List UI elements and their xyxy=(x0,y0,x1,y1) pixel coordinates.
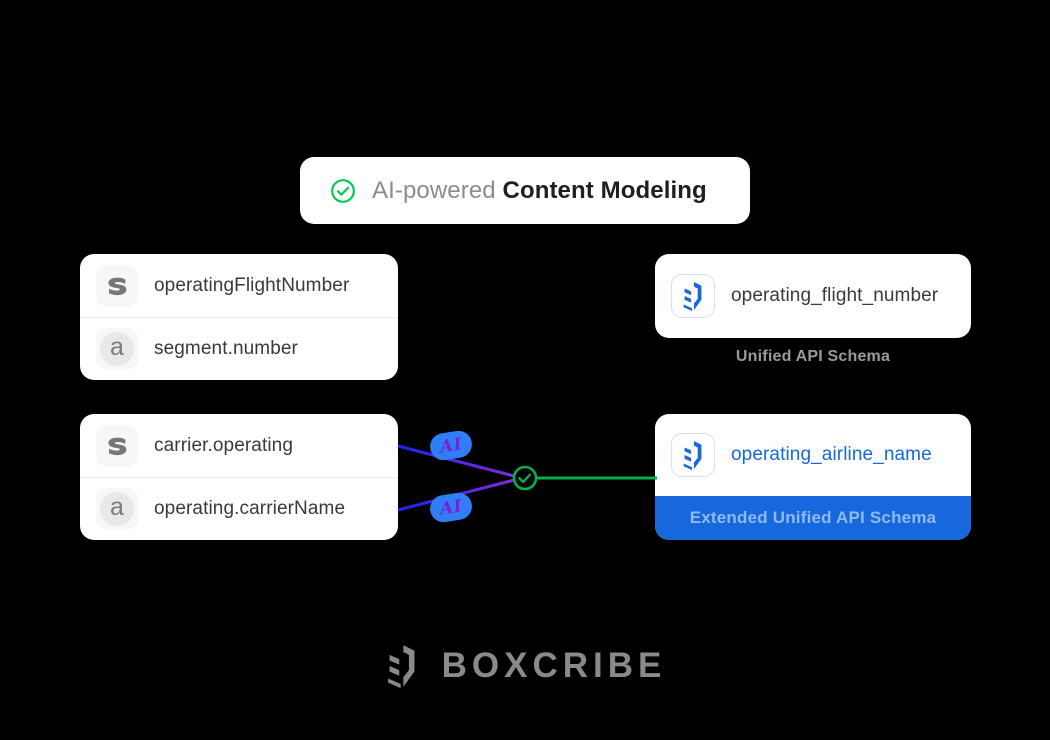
ai-badge: AI xyxy=(428,428,474,463)
list-item-label: segment.number xyxy=(154,338,298,359)
unified-schema-caption: Unified API Schema xyxy=(735,348,891,365)
list-item[interactable]: carrier.operating xyxy=(80,414,398,477)
extended-schema-card: operating_airline_name Extended Unified … xyxy=(655,414,971,540)
source-field-card-2: carrier.operating a operating.carrierNam… xyxy=(80,414,398,540)
page-title: AI-powered Content Modeling xyxy=(372,177,707,205)
page-title-pill: AI-powered Content Modeling xyxy=(300,157,750,224)
extended-schema-footer: Extended Unified API Schema xyxy=(655,496,971,540)
unified-schema-card: operating_flight_number xyxy=(655,254,971,338)
source-field-card-1: operatingFlightNumber a segment.number xyxy=(80,254,398,380)
page-title-prefix: AI-powered xyxy=(372,176,496,204)
amadeus-a-glyph: a xyxy=(100,492,134,526)
check-circle-icon xyxy=(512,465,538,491)
boxcribe-mark-icon xyxy=(671,274,715,318)
list-item[interactable]: a segment.number xyxy=(80,317,398,380)
boxcribe-mark-icon xyxy=(671,433,715,477)
amadeus-a-icon: a xyxy=(96,328,138,370)
list-item-label: operatingFlightNumber xyxy=(154,274,350,296)
amadeus-a-glyph: a xyxy=(100,332,134,366)
page-title-emphasis: Content Modeling xyxy=(502,176,707,204)
list-item[interactable]: operating_airline_name xyxy=(655,414,971,496)
amadeus-a-icon: a xyxy=(96,488,138,530)
list-item[interactable]: a operating.carrierName xyxy=(80,477,398,540)
brand-name: BOXCRIBE xyxy=(441,646,667,685)
check-circle-icon xyxy=(331,178,355,203)
list-item[interactable]: operatingFlightNumber xyxy=(80,254,398,317)
list-item[interactable]: operating_flight_number xyxy=(655,254,971,338)
list-item-label: operating_flight_number xyxy=(731,285,939,306)
ai-badge: AI xyxy=(428,490,474,525)
list-item-label: carrier.operating xyxy=(154,434,293,456)
sabre-s-icon xyxy=(96,424,138,467)
brand-logo: BOXCRIBE xyxy=(0,643,1050,689)
boxcribe-mark-icon xyxy=(387,645,415,689)
sabre-s-icon xyxy=(96,264,138,307)
list-item-label: operating.carrierName xyxy=(154,498,346,519)
list-item-label: operating_airline_name xyxy=(731,444,932,465)
